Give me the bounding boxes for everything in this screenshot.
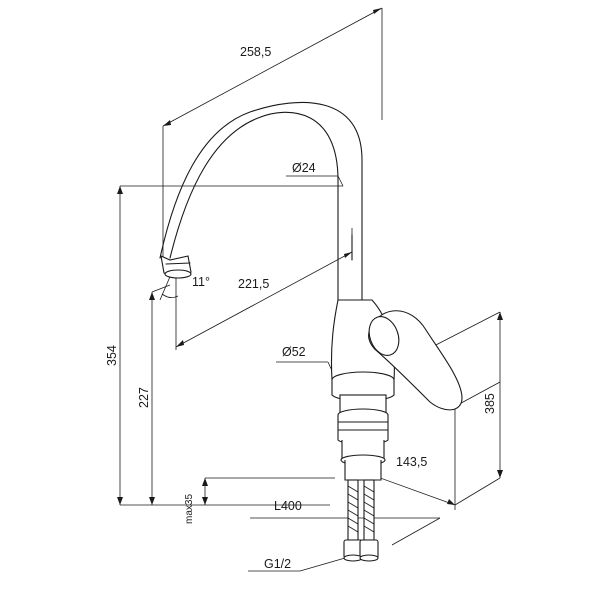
spout-aerator (160, 255, 192, 279)
dimension-arrows (117, 8, 503, 505)
spout-inner-edge (159, 101, 363, 301)
label-spout-diameter: Ø24 (292, 161, 316, 175)
label-spout-height: 227 (137, 387, 151, 408)
label-spout-reach: 221,5 (238, 277, 269, 291)
label-top-width: 258,5 (240, 45, 271, 59)
mounting-stud (337, 394, 389, 481)
label-hose-length: L400 (274, 499, 302, 513)
flexible-hoses (343, 479, 379, 562)
spout-outer-edge (169, 111, 339, 301)
label-spout-angle: 11° (192, 275, 210, 289)
label-body-diameter: Ø52 (282, 345, 306, 359)
label-thread: G1/2 (264, 557, 291, 571)
label-body-height: 385 (483, 393, 497, 414)
faucet (159, 101, 463, 562)
dimension-labels: 258,5 Ø24 11° 221,5 Ø52 354 227 385 143,… (105, 45, 497, 571)
label-handle-reach: 143,5 (396, 455, 427, 469)
dimension-lines (119, 7, 501, 572)
lever-handle (368, 310, 463, 411)
label-total-height: 354 (105, 345, 119, 366)
label-max-thickness: max35 (184, 494, 195, 524)
